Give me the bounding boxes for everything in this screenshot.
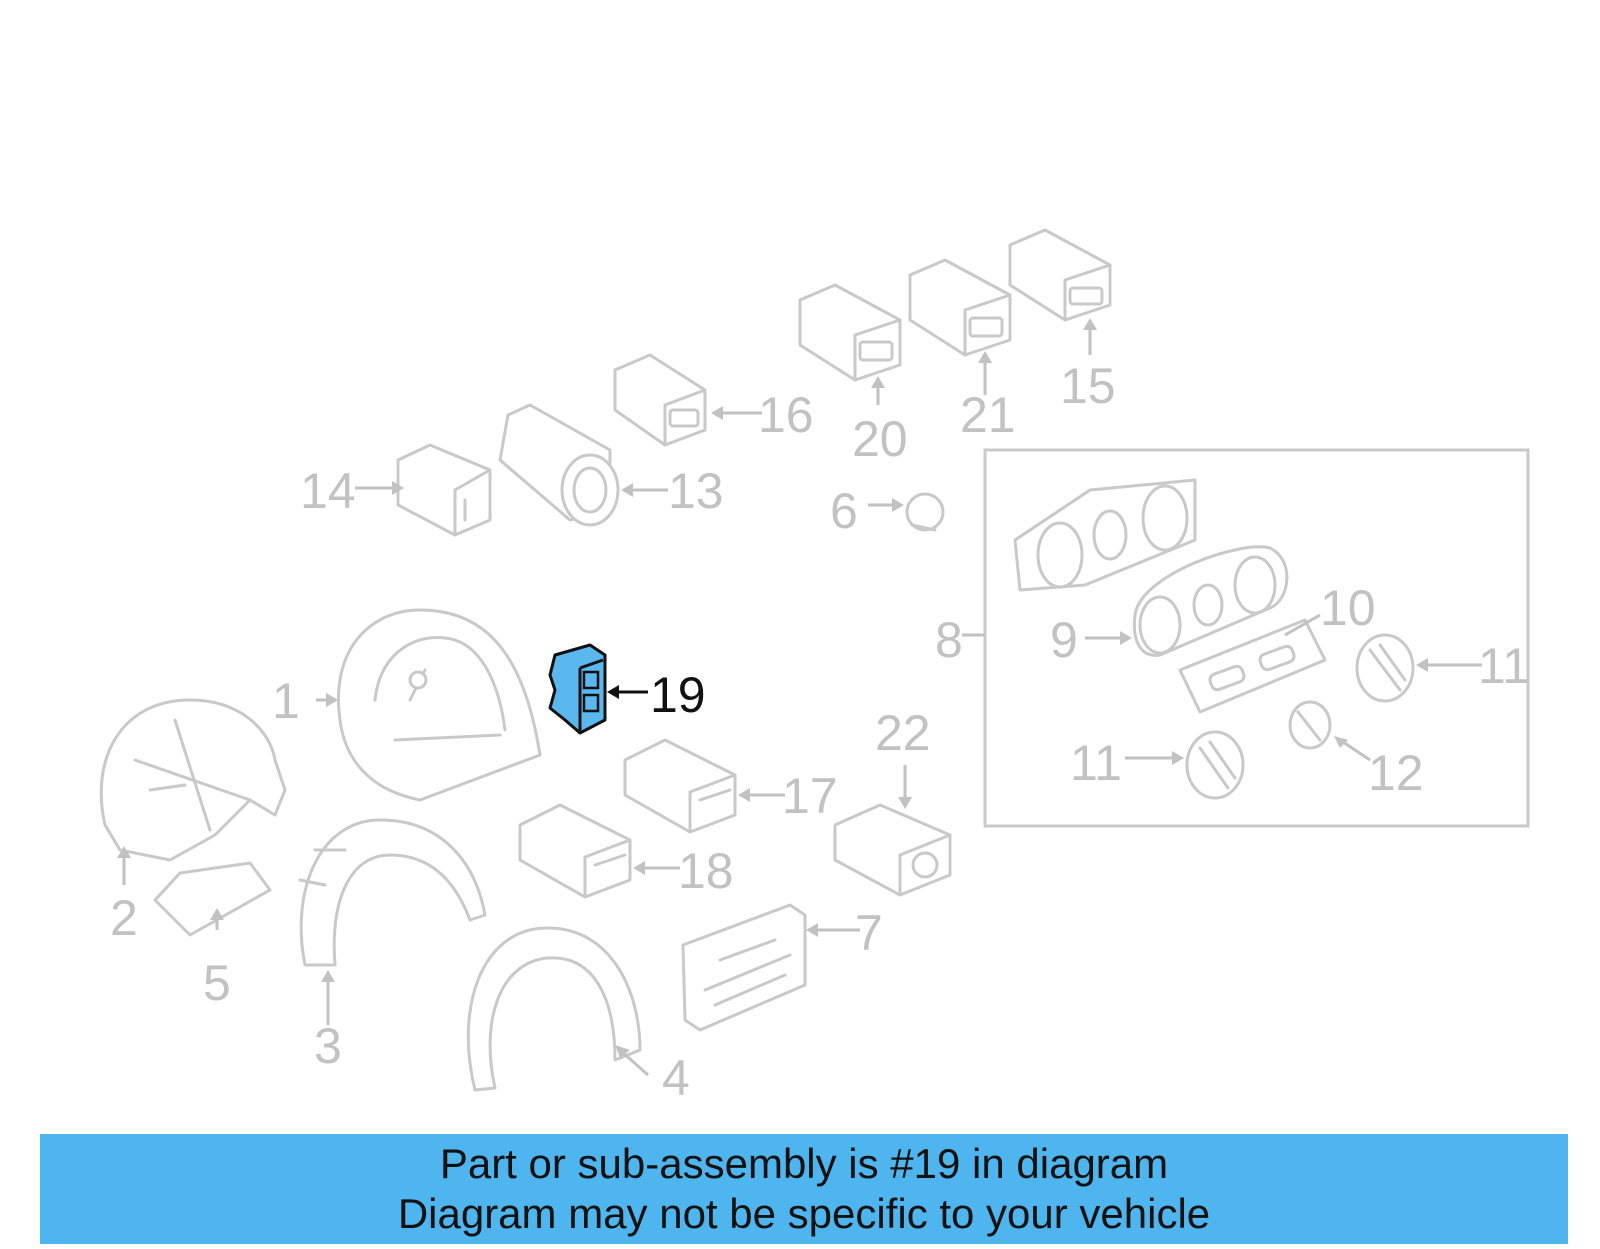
label-19: 19 <box>650 667 706 723</box>
part-17-switch <box>623 738 737 834</box>
label-7: 7 <box>855 905 883 961</box>
label-15: 15 <box>1060 358 1116 414</box>
part-6-bulb <box>905 492 945 532</box>
label-5: 5 <box>203 955 231 1011</box>
label-18: 18 <box>678 843 734 899</box>
label-17: 17 <box>782 768 838 824</box>
label-13: 13 <box>668 463 724 519</box>
label-6: 6 <box>830 483 858 539</box>
label-10: 10 <box>1320 580 1376 636</box>
label-11-upper: 11 <box>1478 638 1530 694</box>
part-18-switch <box>518 803 632 899</box>
banner-line-2: Diagram may not be specific to your vehi… <box>397 1190 1211 1237</box>
part-20-switch-blank <box>798 283 902 382</box>
label-21: 21 <box>960 387 1016 443</box>
part-16-switch-blank <box>613 353 707 447</box>
info-banner: Part or sub-assembly is #19 in diagram D… <box>40 1134 1568 1244</box>
label-14: 14 <box>300 463 356 519</box>
part-8-group-box <box>983 448 1530 828</box>
part-labels: 1 2 3 4 5 6 7 8 9 10 11 11 12 13 14 15 1… <box>110 358 1530 1106</box>
leader-arrows <box>117 318 1482 1077</box>
part-9-faceplate <box>1132 545 1289 657</box>
part-11-knob-upper <box>1355 633 1415 703</box>
part-21-switch-blank <box>908 258 1012 357</box>
label-9: 9 <box>1050 612 1078 668</box>
label-22: 22 <box>875 705 931 761</box>
part-22-switch-module <box>833 803 952 897</box>
label-12: 12 <box>1368 745 1424 801</box>
part-3-trim-ring <box>298 818 487 967</box>
label-4: 4 <box>662 1050 690 1106</box>
part-10-button-panel <box>1178 618 1327 714</box>
part-8-climate-housing <box>1013 478 1197 592</box>
part-11-knob-lower <box>1185 730 1245 800</box>
part-1-instrument-cluster <box>337 608 542 802</box>
part-14-switch <box>396 443 492 537</box>
part-13-knob-assembly <box>498 403 620 527</box>
part-4-bezel <box>466 926 642 1092</box>
part-5-lens <box>153 861 272 937</box>
label-2: 2 <box>110 890 138 946</box>
label-20: 20 <box>852 411 908 467</box>
label-8: 8 <box>935 612 963 668</box>
banner-line-1: Part or sub-assembly is #19 in diagram <box>439 1140 1169 1187</box>
part-2-cluster-housing <box>99 698 287 862</box>
label-11-lower: 11 <box>1070 735 1122 791</box>
part-12-knob-small <box>1288 700 1332 750</box>
part-7-control-panel <box>681 903 807 1032</box>
label-16: 16 <box>758 387 814 443</box>
part-19-switch-highlighted[interactable] <box>548 643 607 735</box>
part-15-switch-blank <box>1008 228 1112 322</box>
label-3: 3 <box>314 1018 342 1074</box>
label-1: 1 <box>272 673 300 729</box>
